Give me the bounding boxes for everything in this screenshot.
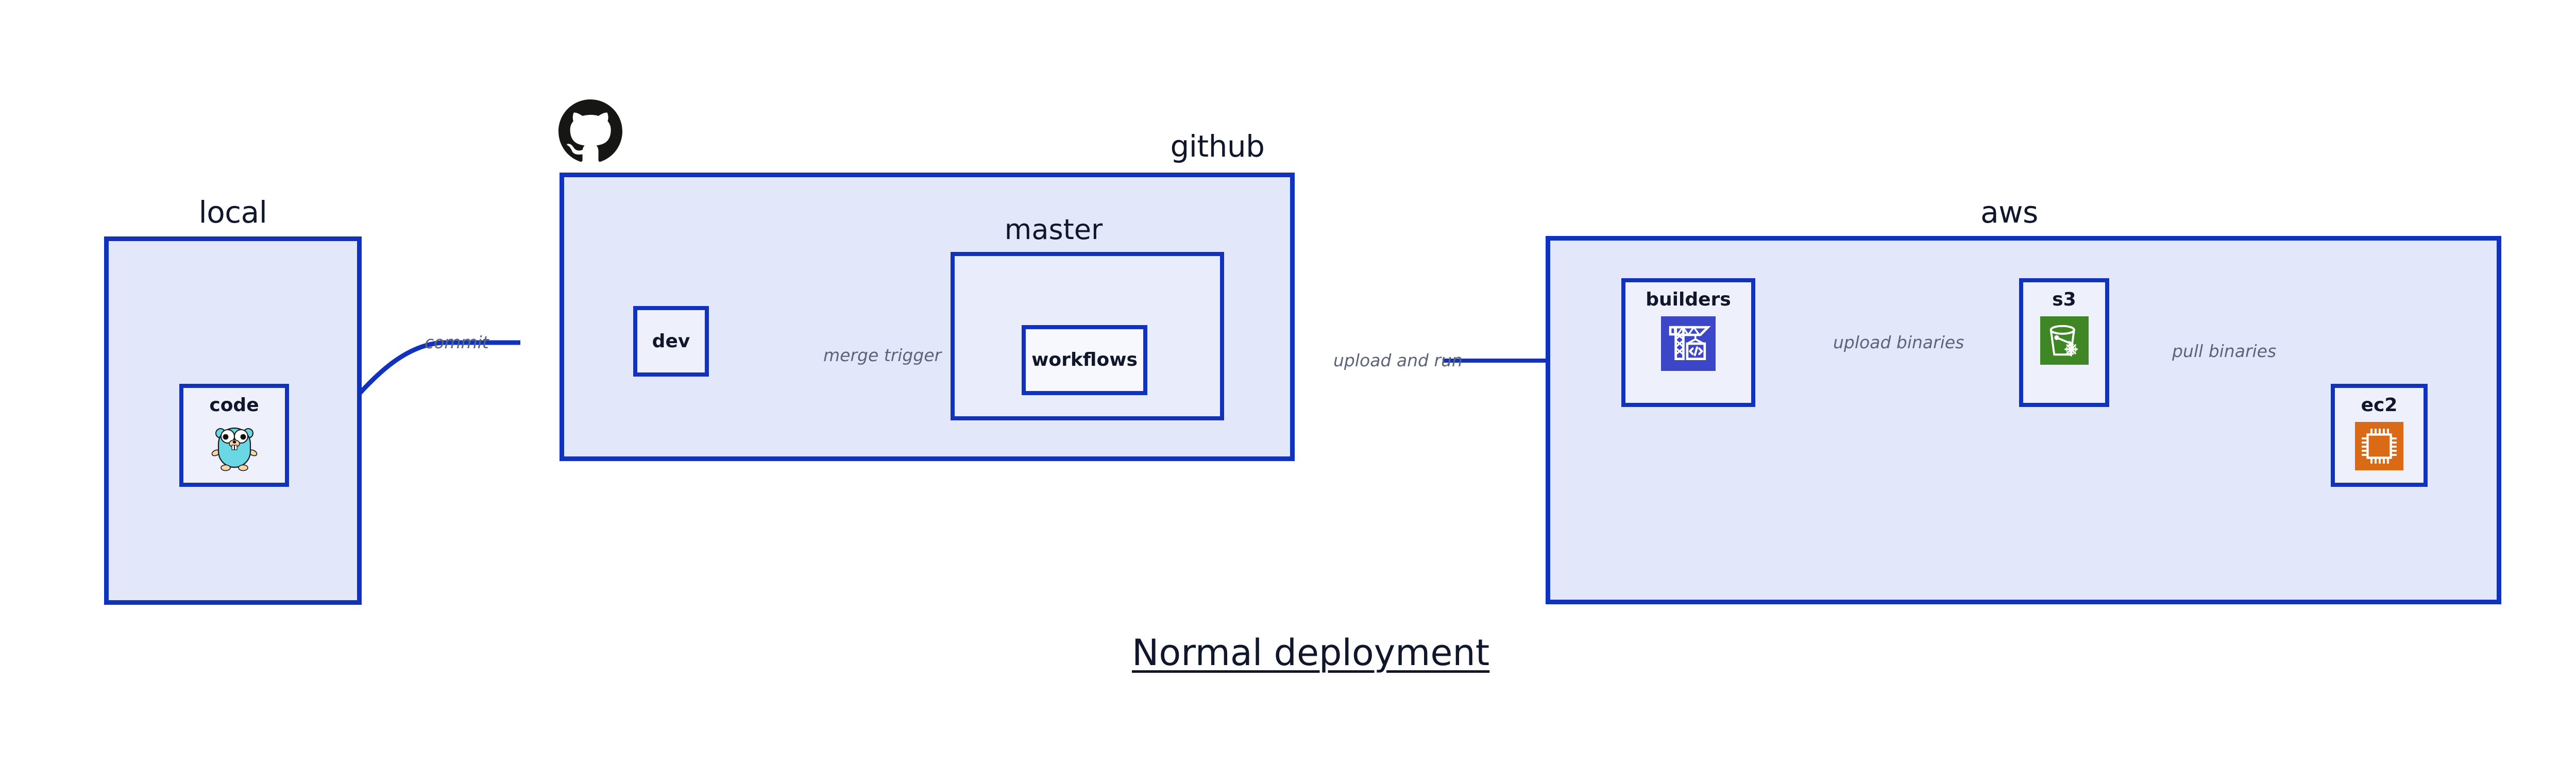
node-label-code: code xyxy=(209,395,259,416)
diagram-title: Normal deployment xyxy=(1132,632,1490,674)
subgroup-label-master: master xyxy=(1004,213,1103,246)
node-label-ec2: ec2 xyxy=(2361,395,2398,416)
group-label-local: local xyxy=(198,195,267,230)
node-label-workflows: workflows xyxy=(1031,349,1138,370)
node-label-builders: builders xyxy=(1646,289,1731,310)
group-label-github: github xyxy=(1170,129,1265,164)
go-gopher-icon xyxy=(211,422,258,471)
edge-label-commit: commit xyxy=(425,332,489,352)
github-octocat-icon xyxy=(558,99,622,163)
node-code[interactable]: code xyxy=(179,384,289,487)
node-label-dev: dev xyxy=(652,330,690,352)
node-workflows[interactable]: workflows xyxy=(1022,325,1147,395)
node-label-s3: s3 xyxy=(2052,289,2076,310)
node-s3[interactable]: s3 xyxy=(2019,278,2109,407)
aws-ec2-chip-icon xyxy=(2355,422,2403,470)
edge-label-merge-trigger: merge trigger xyxy=(823,345,942,365)
node-dev[interactable]: dev xyxy=(633,306,709,377)
aws-s3-glacier-bucket-icon xyxy=(2040,316,2089,365)
edge-label-pull-binaries: pull binaries xyxy=(2172,341,2277,361)
node-ec2[interactable]: ec2 xyxy=(2331,384,2428,487)
aws-codebuild-crane-icon xyxy=(1661,316,1716,371)
group-label-aws: aws xyxy=(1980,195,2038,230)
edge-label-upload-and-run: upload and run xyxy=(1333,350,1463,370)
edge-label-upload-binaries: upload binaries xyxy=(1833,332,1964,352)
node-builders[interactable]: builders xyxy=(1621,278,1755,407)
